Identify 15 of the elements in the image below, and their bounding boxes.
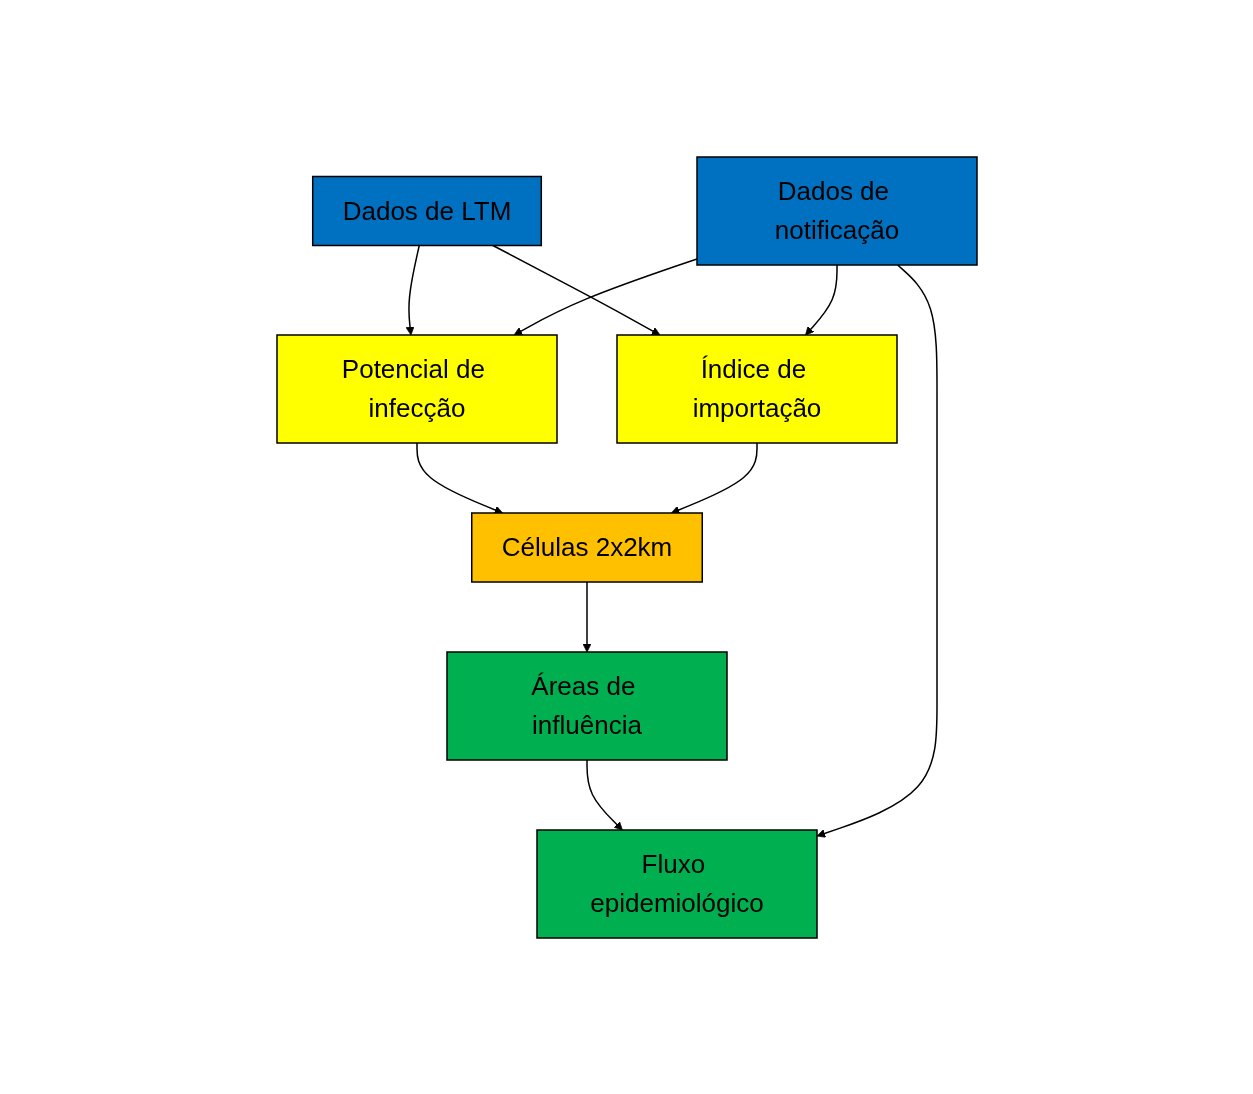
node-box: Células 2x2km [470,511,703,583]
node-box: Índice de importação [615,333,898,444]
arrow [585,758,623,830]
arrow [582,580,591,652]
arrow [491,244,660,335]
node-box: Fluxo epidemiológico [535,828,818,939]
arrow [415,441,503,514]
node-box: Dados de LTM [311,175,542,246]
node-box: Dados de notificação [695,155,978,266]
arrow [816,263,938,838]
arrow [670,441,758,514]
node-box: Potencial de infecção [275,333,558,444]
arrow [405,244,420,335]
node-box: Áreas de influência [445,650,728,761]
arrow [804,263,838,335]
